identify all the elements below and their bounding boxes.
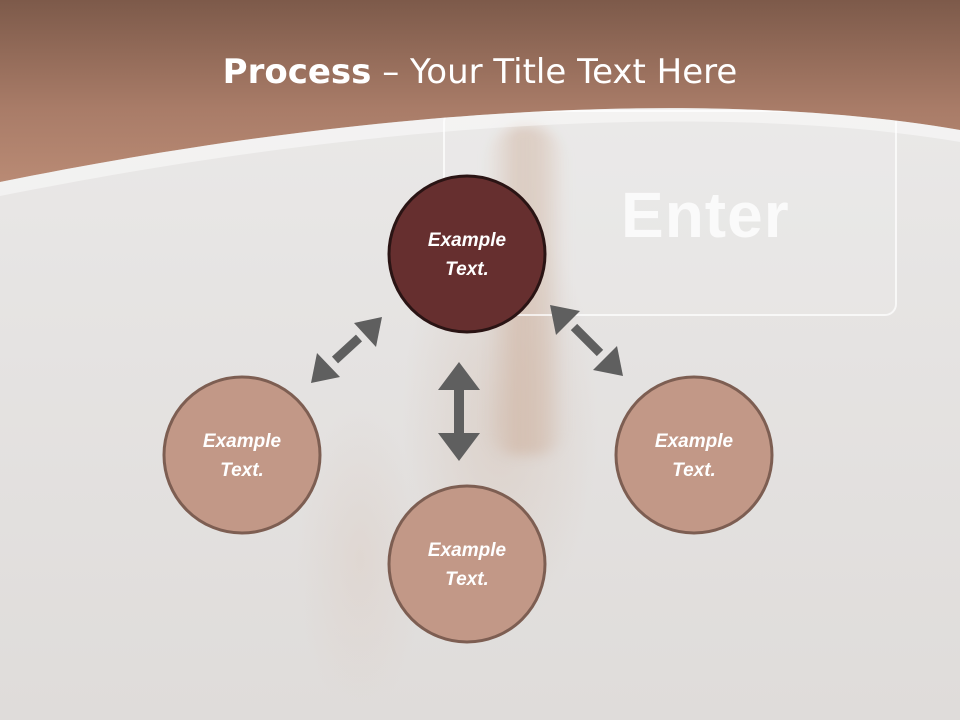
arrow-top-bottom (438, 362, 480, 461)
node-top: Example Text. (387, 174, 547, 334)
node-bottom-line2: Text. (445, 569, 489, 590)
arrows (311, 305, 623, 461)
node-bottom-line1: Example (428, 540, 507, 561)
node-left-line1: Example (203, 431, 282, 452)
node-right-line1: Example (655, 431, 734, 452)
arrow-top-right (550, 305, 623, 376)
enter-key-label: Enter (621, 179, 790, 251)
node-right: Example Text. (614, 375, 774, 535)
slide-title: Process – Your Title Text Here (0, 52, 960, 92)
header-band (0, 0, 960, 196)
node-right-line2: Text. (672, 460, 716, 481)
node-top-line2: Text. (445, 259, 489, 280)
node-left-line2: Text. (220, 460, 264, 481)
title-rest: Your Title Text Here (410, 52, 738, 92)
node-top-line1: Example (428, 230, 507, 251)
node-bottom: Example Text. (387, 484, 547, 644)
title-bold: Process (222, 52, 372, 92)
title-separator: – (371, 52, 411, 92)
node-left: Example Text. (162, 375, 322, 535)
arrow-top-left (311, 317, 382, 383)
